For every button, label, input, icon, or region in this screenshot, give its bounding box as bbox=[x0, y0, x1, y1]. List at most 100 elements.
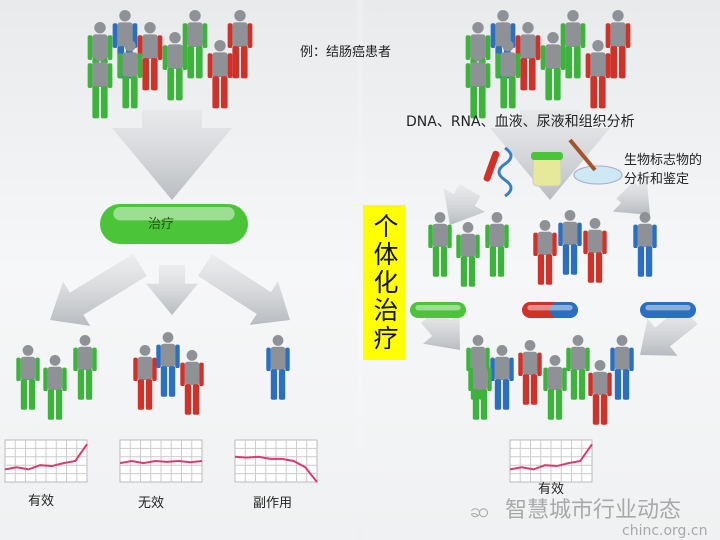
head bbox=[491, 212, 503, 223]
leg bbox=[55, 389, 63, 420]
leg bbox=[92, 86, 100, 119]
leg bbox=[175, 68, 183, 101]
head bbox=[472, 50, 484, 62]
leg bbox=[622, 369, 630, 400]
leg bbox=[167, 68, 175, 101]
treatment-pill bbox=[100, 204, 248, 244]
arm bbox=[652, 224, 657, 248]
trend-line bbox=[4, 443, 88, 471]
leg bbox=[122, 76, 130, 109]
leg bbox=[545, 68, 553, 101]
torso bbox=[142, 34, 158, 60]
leg bbox=[432, 246, 440, 277]
person-icon bbox=[43, 355, 67, 420]
arm bbox=[73, 347, 78, 371]
leg bbox=[440, 246, 448, 277]
leg bbox=[472, 389, 480, 420]
head bbox=[139, 345, 151, 356]
head bbox=[549, 355, 561, 366]
head bbox=[539, 220, 551, 231]
leg bbox=[520, 58, 528, 91]
arm bbox=[566, 347, 571, 371]
arm bbox=[133, 357, 138, 381]
leg bbox=[570, 244, 578, 275]
leg bbox=[547, 389, 555, 420]
arm bbox=[585, 53, 591, 78]
leg bbox=[610, 46, 618, 79]
head bbox=[162, 332, 174, 343]
arm bbox=[227, 53, 233, 78]
head bbox=[234, 10, 246, 22]
leg bbox=[592, 394, 600, 425]
head bbox=[474, 355, 486, 366]
leg bbox=[77, 369, 85, 400]
leg bbox=[590, 76, 598, 109]
head bbox=[434, 212, 446, 223]
head bbox=[124, 40, 136, 52]
leg bbox=[187, 46, 195, 79]
head bbox=[22, 345, 34, 356]
head bbox=[94, 50, 106, 62]
arm bbox=[607, 372, 612, 396]
leg bbox=[500, 76, 508, 109]
arm bbox=[35, 357, 40, 381]
arm bbox=[535, 35, 541, 60]
arm bbox=[428, 224, 433, 248]
torso bbox=[232, 22, 248, 48]
head bbox=[472, 22, 484, 34]
head bbox=[472, 335, 484, 346]
torso bbox=[570, 346, 586, 371]
person-icon bbox=[266, 335, 290, 400]
watermark-site: chinc.org.cn bbox=[622, 523, 708, 539]
head bbox=[186, 350, 198, 361]
arm bbox=[585, 347, 590, 371]
arm bbox=[199, 362, 204, 386]
arm bbox=[87, 35, 93, 60]
chart-ineffective bbox=[119, 439, 203, 483]
example-label: 例：结肠癌患者 bbox=[300, 45, 392, 60]
leg bbox=[150, 58, 158, 91]
leg bbox=[595, 252, 603, 283]
pill-body bbox=[640, 302, 696, 318]
arm bbox=[266, 347, 271, 371]
arm bbox=[625, 23, 631, 48]
torso bbox=[77, 346, 93, 371]
torso bbox=[637, 223, 653, 248]
arm bbox=[207, 53, 213, 78]
leg bbox=[537, 254, 545, 285]
arm bbox=[588, 372, 593, 396]
arm bbox=[490, 23, 496, 48]
leg bbox=[168, 366, 176, 397]
leg bbox=[212, 76, 220, 109]
person-icon bbox=[610, 335, 634, 400]
torso bbox=[590, 52, 606, 78]
torso bbox=[20, 356, 36, 381]
head bbox=[502, 40, 514, 52]
arm bbox=[583, 230, 588, 254]
arm bbox=[62, 367, 67, 391]
arm bbox=[180, 362, 185, 386]
leg bbox=[468, 256, 476, 287]
arm bbox=[580, 23, 586, 48]
person-icon bbox=[137, 22, 163, 91]
torso bbox=[520, 34, 536, 60]
torso bbox=[122, 52, 138, 78]
torso bbox=[592, 371, 608, 396]
leg bbox=[489, 246, 497, 277]
arm bbox=[560, 23, 566, 48]
head bbox=[572, 335, 584, 346]
arrow bbox=[612, 177, 650, 215]
blue-pill bbox=[640, 302, 696, 318]
torso bbox=[545, 44, 561, 70]
leg bbox=[278, 369, 286, 400]
arm bbox=[543, 367, 548, 391]
leg bbox=[553, 68, 561, 101]
pill-half bbox=[550, 302, 578, 318]
person-icon bbox=[560, 10, 586, 79]
leg bbox=[100, 86, 108, 119]
red-blue-pill bbox=[522, 302, 578, 318]
arm bbox=[162, 45, 168, 70]
head bbox=[616, 335, 628, 346]
